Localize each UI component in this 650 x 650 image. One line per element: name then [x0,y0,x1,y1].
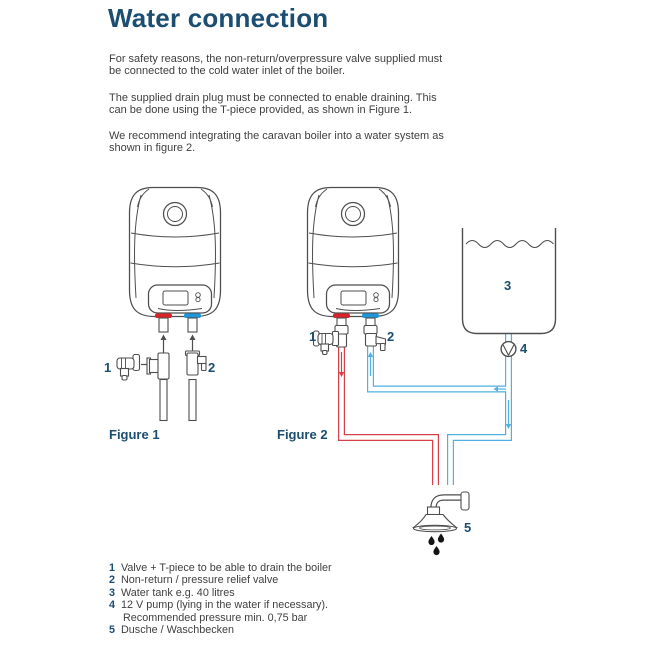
figure1-group [116,186,222,422]
pump-icon [500,340,517,358]
legend-number: 4 [109,599,116,612]
cold-water-pipe-branch [367,340,509,393]
legend-item: 3 Water tank e.g. 40 litres [109,587,332,599]
callout-2-figure2: 2 [387,329,395,344]
legend-item-continued: Recommended pressure min. 0,75 bar [109,612,332,624]
text-line: shown in figure 2. [109,142,196,155]
legend-number: 1 [109,562,116,574]
legend-text: Water tank e.g. 40 litres [121,586,235,599]
legend-text: 12 V pump (lying in the water if necessa… [121,599,329,612]
callout-2-figure1: 2 [208,360,216,375]
intro-paragraph-1: For safety reasons, the non-return/overp… [109,53,469,78]
text-line: For safety reasons, the non-return/overp… [109,53,443,65]
figure2-caption: Figure 2 [277,427,328,442]
boiler-icon [128,186,222,333]
figure1-caption: Figure 1 [109,427,160,442]
relief-valve-icon [363,324,387,352]
intro-paragraph-3: We recommend integrating the caravan boi… [109,130,469,155]
flow-up-arrows [160,334,196,353]
intro-paragraph-2: The supplied drain plug must be connecte… [109,92,469,117]
callout-3-tank: 3 [504,278,512,293]
figure2-group [306,186,557,556]
legend-item: 1 Valve + T-piece to be able to drain the… [109,562,332,574]
page-title: Water connection [108,3,329,33]
legend-number: 3 [109,586,116,599]
flow-arrows [338,352,512,429]
legend-text: Non-return / pressure relief valve [121,574,279,587]
legend-number: 5 [109,624,116,637]
cold-water-pipe-main [447,333,512,485]
hot-water-pipe [338,340,439,485]
callout-1-figure2: 1 [309,329,317,344]
water-drops-icon [428,533,445,556]
text-line: be connected to the cold water inlet of … [109,65,346,78]
pipe-stubs [159,378,197,422]
text-line: The supplied drain plug must be connecte… [109,92,437,104]
callout-1-figure1: 1 [104,360,112,375]
text-line: We recommend integrating the caravan boi… [109,130,444,142]
legend: 1 Valve + T-piece to be able to drain the… [109,562,332,637]
drain-valve-icon [116,353,141,381]
legend-text: Recommended pressure min. 0,75 bar [123,611,308,624]
legend-item: 2 Non-return / pressure relief valve [109,574,332,586]
boiler-icon [306,186,400,333]
callout-5-shower: 5 [464,520,472,535]
legend-item: 5 Dusche / Waschbecken [109,624,332,636]
legend-text: Dusche / Waschbecken [121,624,235,637]
water-tank-icon [461,228,557,335]
legend-number: 2 [109,574,116,587]
relief-valve-icon [184,350,207,376]
text-line: can be done using the T-piece provided, … [109,104,413,117]
callout-4-pump: 4 [520,341,528,356]
t-piece-icon [146,352,170,380]
drain-valve-tpiece-icon [312,324,349,356]
legend-text: Valve + T-piece to be able to drain the … [121,562,332,574]
shower-icon [411,491,470,556]
legend-item: 4 12 V pump (lying in the water if necess… [109,599,332,611]
